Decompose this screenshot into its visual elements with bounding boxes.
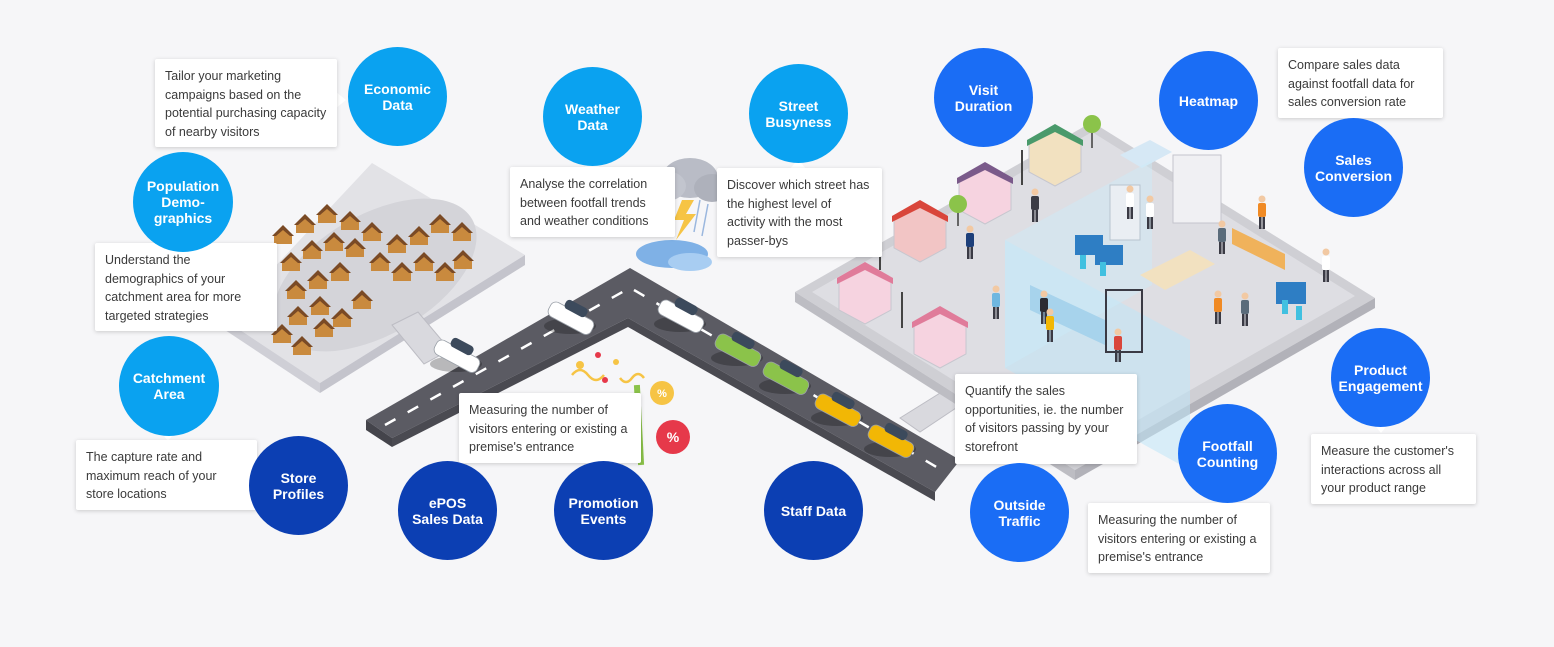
person-icon: [1146, 195, 1154, 229]
person-icon: [1046, 308, 1054, 342]
car-icon: [711, 331, 763, 367]
shop-building: [1027, 124, 1083, 187]
cars: [430, 297, 916, 458]
svg-text:%: %: [657, 388, 667, 400]
car-icon: [544, 299, 596, 335]
heatmap-node[interactable]: Heatmap: [1159, 51, 1258, 150]
person-icon: [992, 285, 1000, 319]
house-icon: [309, 296, 331, 315]
house-icon: [323, 232, 345, 251]
person-icon: [1126, 185, 1134, 219]
racks: [1075, 235, 1306, 320]
weather-data-node[interactable]: Weather Data: [543, 67, 642, 166]
catchment-area-node[interactable]: Catchment Area: [119, 336, 219, 436]
house-icon: [429, 214, 451, 233]
house-icon: [391, 262, 413, 281]
economic-data-node[interactable]: Economic Data: [348, 47, 447, 146]
person-icon: [966, 225, 974, 259]
house-icon: [280, 252, 302, 271]
catchment-tail: [160, 431, 176, 441]
car-icon: [864, 422, 916, 458]
street-busyness-description: Discover which street has the highest le…: [717, 168, 882, 257]
trees: [949, 115, 1101, 226]
street-tail: [790, 159, 806, 169]
house-icon: [331, 308, 353, 327]
discount-badge-icon: % %: [650, 381, 690, 454]
store-glass: [1005, 154, 1285, 470]
catchment-area-description: The capture rate and maximum reach of yo…: [76, 440, 257, 510]
house-icon: [307, 270, 329, 289]
house-icon: [329, 262, 351, 281]
epos-sales-data-node[interactable]: ePOS Sales Data: [398, 461, 497, 560]
promotion-events-description: Measuring the number of visitors enterin…: [459, 393, 641, 463]
population-demographics-description: Understand the demographics of your catc…: [95, 243, 277, 331]
house-icon: [301, 240, 323, 259]
product-engagement-tail: [1373, 423, 1389, 433]
promotion-events-node[interactable]: Promotion Events: [554, 461, 653, 560]
person-icon: [1258, 195, 1266, 229]
house-icon: [434, 262, 456, 281]
population-demographics-node[interactable]: Population Demo- graphics: [133, 152, 233, 252]
house-icon: [287, 306, 309, 325]
house-icon: [413, 252, 435, 271]
product-engagement-node[interactable]: Product Engagement: [1331, 328, 1430, 427]
store-icon: [837, 124, 1083, 369]
economic-data-description: Tailor your marketing campaigns based on…: [155, 59, 337, 147]
person-icon: [1040, 290, 1048, 324]
shop-building: [837, 262, 893, 325]
shop-building: [892, 200, 948, 263]
house-icon: [316, 204, 338, 223]
product-engagement-description: Measure the customer's interactions acro…: [1311, 434, 1476, 504]
weather-data-description: Analyse the correlation between footfall…: [510, 167, 675, 237]
house-icon: [285, 280, 307, 299]
house-icon: [313, 318, 335, 337]
person-icon: [1322, 248, 1330, 282]
street-busyness-node[interactable]: Street Busyness: [749, 64, 848, 163]
house-icon: [369, 252, 391, 271]
store-profiles-node[interactable]: Store Profiles: [249, 436, 348, 535]
car-icon: [759, 359, 811, 395]
house-icon: [294, 214, 316, 233]
house-icon: [271, 324, 293, 343]
visit-duration-node[interactable]: Visit Duration: [934, 48, 1033, 147]
outside-traffic-description: Quantify the sales opportunities, ie. th…: [955, 374, 1137, 464]
house-icon: [451, 222, 473, 241]
person-icon: [1218, 220, 1226, 254]
car-icon: [430, 337, 482, 373]
sales-conversion-node[interactable]: Sales Conversion: [1304, 118, 1403, 217]
shop-building: [957, 162, 1013, 225]
shop-building: [912, 306, 968, 369]
house-icon: [339, 211, 361, 230]
economic-data-tail: [336, 92, 346, 108]
footfall-counting-description: Measuring the number of visitors enterin…: [1088, 503, 1270, 573]
footfall-counting-node[interactable]: Footfall Counting: [1178, 404, 1277, 503]
house-icon: [361, 222, 383, 241]
house-icon: [386, 234, 408, 253]
house-icon: [344, 238, 366, 257]
outside-traffic-node[interactable]: Outside Traffic: [970, 463, 1069, 562]
svg-text:%: %: [667, 429, 680, 445]
person-icon: [1114, 328, 1122, 362]
car-icon: [811, 391, 863, 427]
house-icon: [452, 250, 474, 269]
person-icon: [1031, 188, 1039, 222]
person-icon: [1214, 290, 1222, 324]
person-icon: [1241, 292, 1249, 326]
houses: [271, 204, 474, 355]
people: [966, 185, 1330, 362]
sales-conversion-description: Compare sales data against footfall data…: [1278, 48, 1443, 118]
house-icon: [291, 336, 313, 355]
staff-data-node[interactable]: Staff Data: [764, 461, 863, 560]
house-icon: [351, 290, 373, 309]
house-icon: [408, 226, 430, 245]
house-icon: [272, 225, 294, 244]
car-icon: [654, 297, 706, 333]
